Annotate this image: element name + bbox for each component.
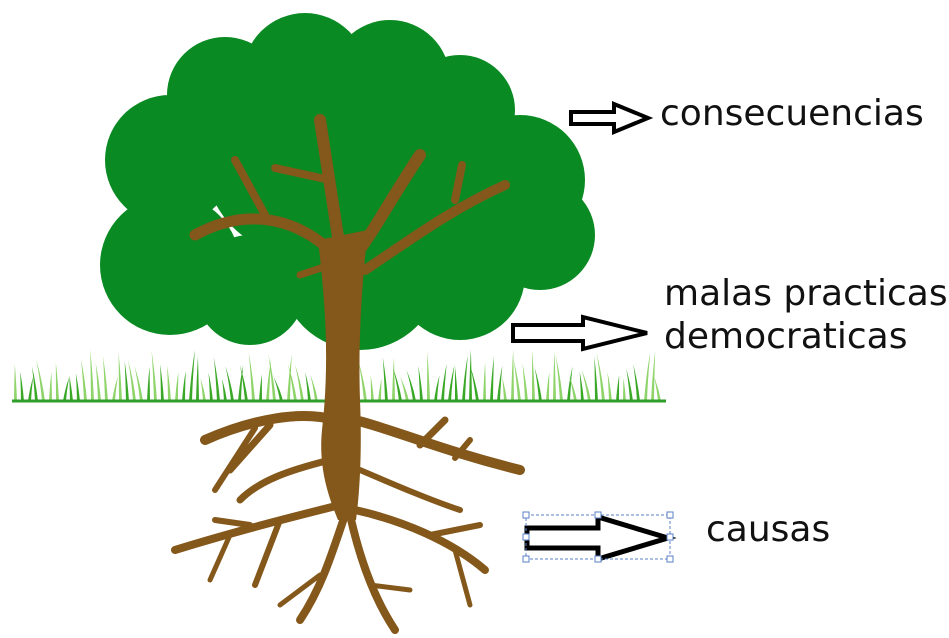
- label-causas: causas: [706, 508, 830, 551]
- grass-blade: [392, 357, 395, 401]
- grass-blade: [522, 363, 528, 401]
- grass-blade: [175, 372, 178, 401]
- grass-blade: [189, 350, 195, 401]
- grass-blade: [497, 366, 502, 401]
- grass-blade: [63, 377, 69, 401]
- grass-blade: [81, 359, 87, 401]
- grass-blade: [103, 356, 108, 401]
- grass-blade: [633, 364, 640, 401]
- grass-blade: [469, 349, 472, 401]
- grass-blade: [119, 352, 122, 401]
- grass-blade: [406, 370, 416, 401]
- grass-blade: [594, 357, 598, 401]
- label-consecuencias: consecuencias: [660, 92, 924, 135]
- resize-handle[interactable]: [523, 512, 529, 518]
- grass-blade: [654, 376, 661, 401]
- grass-blade: [535, 367, 542, 401]
- grass-blade: [214, 357, 220, 401]
- grass-blade: [434, 375, 440, 401]
- grass-blade: [56, 362, 59, 401]
- grass-blade: [532, 350, 535, 401]
- grass-blade: [626, 369, 633, 401]
- grass-blade: [160, 364, 164, 401]
- grass-blade: [455, 367, 458, 401]
- grass-blade: [69, 375, 73, 401]
- grass-blade: [90, 349, 94, 401]
- root: [300, 515, 345, 620]
- grass-blade: [32, 367, 38, 401]
- grass-blade: [201, 378, 206, 401]
- root: [350, 515, 395, 630]
- grass-blade: [483, 362, 486, 401]
- resize-handle[interactable]: [667, 534, 673, 540]
- label-line-1: malas practicas: [664, 272, 948, 315]
- grass-blade: [96, 363, 101, 401]
- resize-handle[interactable]: [523, 534, 529, 540]
- grass-blade: [623, 378, 626, 401]
- middle-arrow: [513, 317, 647, 349]
- top-arrow: [571, 104, 648, 132]
- root: [175, 505, 340, 550]
- grass-blade: [371, 376, 374, 401]
- grass-blade: [644, 352, 650, 401]
- grass-blade: [607, 372, 612, 401]
- bottom-arrow[interactable]: [527, 517, 668, 559]
- grass-blade: [616, 375, 619, 401]
- grass-blade: [596, 352, 605, 401]
- resize-handle[interactable]: [667, 512, 673, 518]
- resize-handle[interactable]: [595, 556, 601, 562]
- grass-blade: [152, 350, 157, 401]
- grass-blade: [383, 357, 388, 401]
- grass-blade: [259, 374, 262, 401]
- root: [355, 510, 485, 570]
- grass-blade: [28, 377, 33, 401]
- grass-blade: [167, 365, 171, 401]
- grass-blade: [134, 365, 143, 401]
- grass-blade: [14, 364, 17, 401]
- grass-blade: [222, 379, 227, 401]
- root: [215, 520, 250, 525]
- grass-blade: [427, 352, 430, 401]
- grass-blade: [651, 351, 655, 401]
- grass-blade: [76, 373, 80, 401]
- grass-blade: [513, 359, 521, 401]
- grass-blade: [36, 359, 45, 401]
- grass-blade: [511, 349, 514, 401]
- resize-handle[interactable]: [667, 556, 673, 562]
- grass-blade: [196, 357, 199, 401]
- grass-blade: [112, 377, 118, 401]
- grass-blade: [490, 356, 494, 401]
- grass-blade: [418, 366, 423, 401]
- grass-blade: [20, 372, 24, 401]
- grass-blade: [225, 366, 234, 401]
- grass-blade: [49, 372, 52, 401]
- grass-blade: [378, 379, 382, 401]
- label-line-2: democraticas: [664, 315, 948, 358]
- grass-blade: [553, 352, 556, 401]
- root: [430, 525, 480, 535]
- grass-blade: [249, 352, 255, 401]
- grass-blade: [209, 373, 213, 401]
- root: [240, 460, 330, 500]
- grass-blade: [555, 354, 563, 401]
- grass-blade: [448, 365, 455, 401]
- grass-blade: [546, 372, 549, 401]
- grass-blade: [128, 359, 136, 401]
- label-malas-practicas: malas practicas democraticas: [664, 272, 948, 358]
- grass-blade: [310, 375, 318, 401]
- trunk: [318, 230, 368, 520]
- grass-blade: [238, 365, 243, 401]
- resize-handle[interactable]: [523, 556, 529, 562]
- grass-blade: [125, 361, 129, 401]
- resize-handle[interactable]: [595, 512, 601, 518]
- grass-blade: [441, 364, 447, 401]
- grass-blade: [462, 355, 468, 401]
- grass-blade: [147, 367, 150, 401]
- grass-blade: [305, 372, 311, 401]
- grass-blade: [502, 377, 507, 401]
- grass-blade: [182, 371, 186, 401]
- root: [360, 470, 460, 510]
- grass-blade: [295, 364, 304, 401]
